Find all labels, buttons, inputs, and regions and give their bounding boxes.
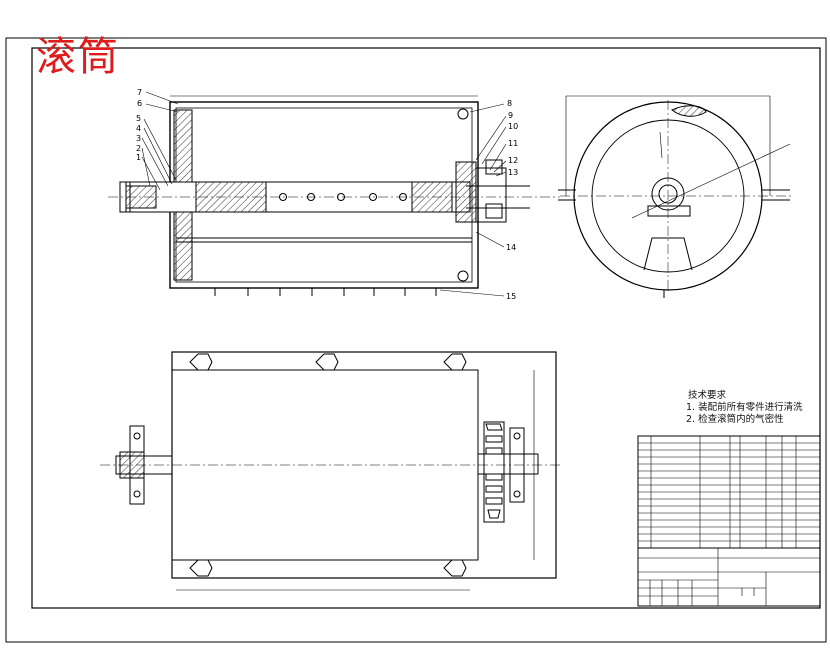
front-section-view: [108, 95, 560, 296]
callout: 3: [136, 134, 141, 143]
callout: 12: [508, 156, 518, 165]
technical-requirements: 技术要求 1. 装配前所有零件进行清洗 2. 检查滚筒内的气密性: [686, 390, 803, 426]
drawing-title: 滚筒: [36, 34, 120, 80]
callout: 1: [136, 153, 141, 162]
callout: 13: [508, 168, 518, 177]
callout: 2: [136, 144, 141, 153]
callout: 7: [137, 88, 142, 97]
callout: 10: [508, 122, 518, 131]
callout: 9: [508, 111, 513, 120]
inner-border: [31, 47, 821, 609]
callout: 8: [507, 99, 512, 108]
outer-border: [5, 37, 827, 643]
side-view: [558, 95, 794, 298]
technical-requirement-item: 2. 检查滚筒内的气密性: [686, 414, 784, 425]
leader-lines-right: [439, 103, 507, 297]
technical-requirement-item: 1. 装配前所有零件进行清洗: [686, 402, 803, 413]
top-view: [100, 351, 560, 591]
leader-lines-left: [141, 91, 179, 191]
callout: 15: [506, 292, 516, 301]
callout-labels: 7 6 5 4 3 2 1 8 9 10 11 12 13 14 15: [136, 88, 518, 301]
parts-list-table: [637, 435, 821, 607]
technical-requirements-heading: 技术要求: [688, 390, 727, 401]
callout: 14: [506, 243, 516, 252]
callout: 5: [136, 114, 141, 123]
callout: 4: [136, 124, 141, 133]
callout: 6: [137, 99, 142, 108]
callout: 11: [508, 139, 518, 148]
